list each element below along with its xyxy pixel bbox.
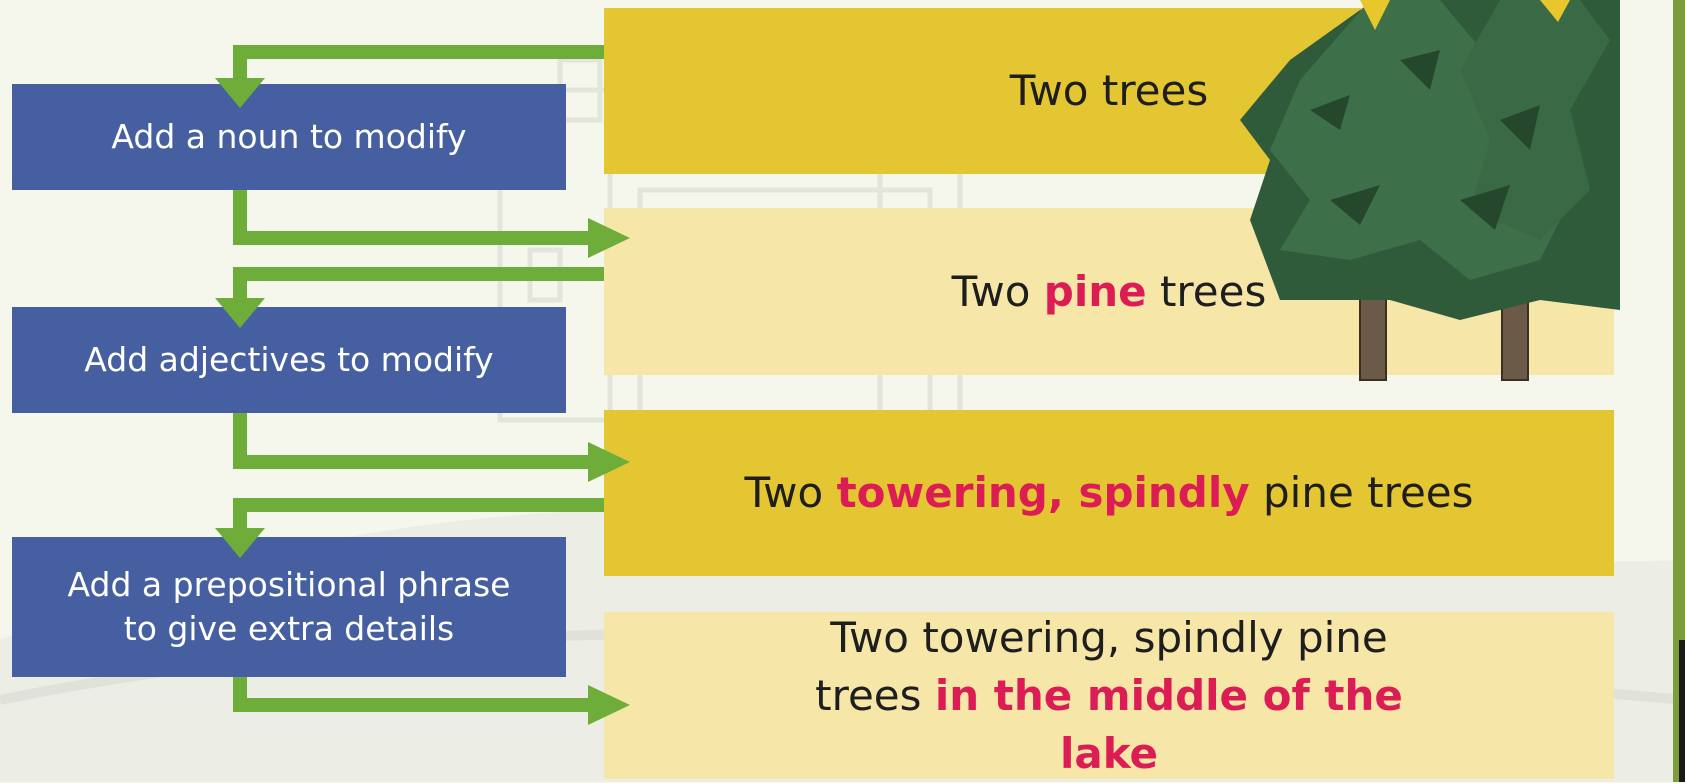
pine-trees-illustration — [1240, 0, 1620, 381]
example-text-1: Two trees — [1009, 66, 1209, 115]
step-label-prepositional-phrase: Add a prepositional phrase to give extra… — [67, 565, 511, 648]
step-box-adjectives: Add adjectives to modify — [12, 307, 566, 413]
highlighted-modifier: towering, spindly — [836, 468, 1250, 517]
step-box-noun: Add a noun to modify — [12, 84, 566, 190]
example-text-2: Two pine trees — [951, 266, 1267, 316]
highlighted-modifier: in the middle of the lake — [934, 670, 1403, 778]
step-label-noun: Add a noun to modify — [111, 117, 467, 156]
example-box-3: Two towering, spindly pine trees — [604, 410, 1614, 576]
highlighted-modifier: pine — [1043, 266, 1147, 316]
example-text-4: Two towering, spindly pine trees in the … — [815, 612, 1403, 778]
step-label-adjectives: Add adjectives to modify — [84, 340, 494, 379]
slide-edge-shadow — [1679, 640, 1685, 782]
example-box-4: Two towering, spindly pine trees in the … — [604, 612, 1614, 779]
slide-edge-border — [1673, 0, 1685, 782]
step-box-prepositional-phrase: Add a prepositional phrase to give extra… — [12, 537, 566, 677]
example-text-3: Two towering, spindly pine trees — [744, 468, 1474, 517]
